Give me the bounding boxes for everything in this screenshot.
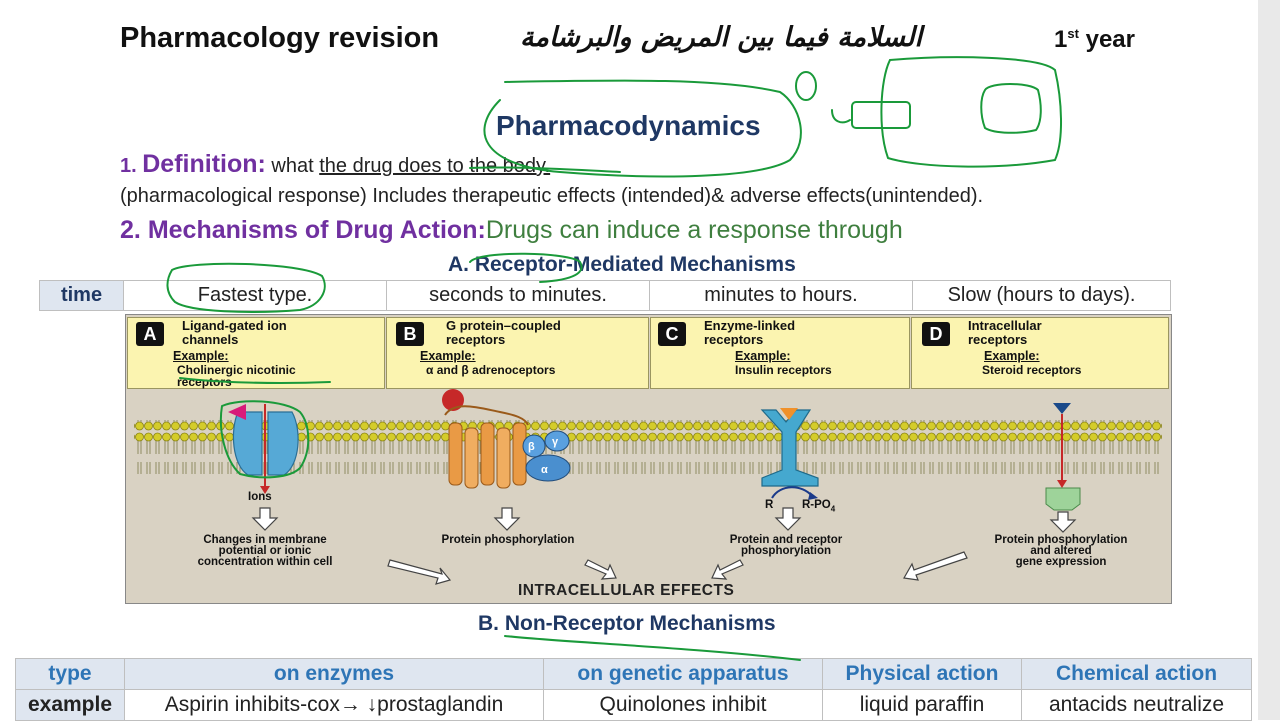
ions-label: Ions [248, 491, 272, 503]
r-label: R [765, 499, 774, 511]
panel-d-title: Intracellular receptors [968, 318, 1042, 347]
ligand-triangle-navy-icon [1053, 403, 1071, 414]
gamma-subunit-label: γ [552, 436, 559, 448]
year-word: year [1085, 26, 1135, 53]
panel-d-example: Steroid receptors [982, 363, 1082, 377]
panel-c-example: Insulin receptors [735, 363, 832, 377]
diagonal-arrow-icon-a [387, 559, 452, 585]
panel-c-title: Enzyme-linked receptors [704, 318, 796, 347]
panel-c-example-label: Example: [735, 349, 791, 363]
alpha-subunit-label: α [541, 464, 548, 476]
down-arrow-icon-a [251, 507, 279, 531]
gpcr-receptor [442, 389, 571, 489]
down-arrows [251, 507, 1077, 533]
ligand-triangle-orange-icon [780, 408, 798, 420]
definition-text: what [271, 155, 320, 177]
panel-d-header [911, 317, 1169, 389]
non-receptor-table: type on enzymes on genetic apparatus Phy… [15, 658, 1252, 721]
ligand-circle-icon [442, 389, 464, 411]
diagonal-arrows [387, 551, 968, 585]
type-label: type [15, 658, 125, 690]
panel-a-effect: Changes in membrane potential or ionic c… [197, 534, 333, 568]
panel-d-badge: D [922, 322, 950, 346]
panel-d-example-label: Example: [984, 349, 1040, 363]
panel-b-example: α and β adrenoceptors [426, 363, 556, 377]
definition-detail: (pharmacological response) Includes ther… [120, 185, 984, 207]
year-suffix: st [1067, 26, 1079, 41]
time-cell-d: Slow (hours to days). [912, 280, 1171, 311]
diagonal-arrow-icon-b [584, 559, 617, 580]
non-receptor-heading: B. Non-Receptor Mechanisms [478, 612, 776, 635]
header-chemical-action: Chemical action [1021, 658, 1252, 690]
header-genetic-apparatus: on genetic apparatus [543, 658, 823, 690]
panel-c-header [650, 317, 910, 389]
definition-label: Definition: [142, 150, 266, 178]
panel-b-effect: Protein phosphorylation [441, 534, 575, 546]
panel-c-badge: C [658, 322, 686, 346]
intracellular-effects-label: INTRACELLULAR EFFECTS [518, 582, 735, 599]
diagonal-arrow-icon-c [711, 559, 744, 580]
mechanisms-line: 2. Mechanisms of Drug Action:Drugs can i… [120, 216, 903, 245]
example-on-enzymes: Aspirin inhibits-cox→ ↓prostaglandin [124, 689, 544, 721]
rpo4-subscript: 4 [830, 504, 836, 514]
rpo4-label: R-PO4 [802, 499, 836, 514]
non-receptor-header-row: type on enzymes on genetic apparatus Phy… [15, 658, 1252, 690]
arabic-motto: السلامة فيما بين المريض والبرشامة [520, 22, 922, 53]
year-label: 1st year [1054, 26, 1135, 54]
enzyme-linked-receptor [760, 408, 819, 500]
example-label: example [15, 689, 125, 721]
example-chemical-action: antacids neutralize [1021, 689, 1252, 721]
header-on-enzymes: on enzymes [124, 658, 544, 690]
diagonal-arrow-icon-d [903, 551, 968, 581]
mechanisms-number: 2. [120, 216, 141, 244]
down-arrow-icon-d [1049, 511, 1077, 533]
rpo4-text: R-PO [802, 499, 831, 511]
panel-b-header [386, 317, 649, 389]
definition-number: 1. [120, 155, 137, 177]
down-arrow-icon-b [493, 507, 521, 531]
mechanisms-text: Drugs can induce a response through [485, 216, 903, 244]
beta-subunit-label: β [528, 441, 535, 453]
down-arrow-icon-c [774, 507, 802, 531]
header-physical-action: Physical action [822, 658, 1022, 690]
non-receptor-example-row: example Aspirin inhibits-cox→ ↓prostagla… [15, 689, 1252, 721]
ion-arrow-icon [260, 486, 270, 494]
example-genetic-apparatus: Quinolones inhibit [543, 689, 823, 721]
panel-c-effect: Protein and receptor phosphorylation [729, 534, 843, 557]
intracellular-receptor [1045, 403, 1081, 511]
panel-a-badge: A [136, 322, 164, 346]
time-cell-b: seconds to minutes. [386, 280, 650, 311]
panel-d-effect: Protein phosphorylation and altered gene… [994, 534, 1128, 568]
course-title: Pharmacology revision [120, 22, 440, 54]
example-physical-action: liquid paraffin [822, 689, 1022, 721]
panel-b-title: G protein–coupled receptors [446, 318, 561, 347]
panel-b-example-label: Example: [420, 349, 476, 363]
panel-a-example-label: Example: [173, 349, 229, 363]
time-label: time [39, 280, 124, 311]
mechanisms-label: Mechanisms of Drug Action: [147, 216, 486, 244]
panel-a-title: Ligand-gated ion channels [182, 318, 287, 347]
window-edge-scrollbar[interactable] [1258, 0, 1280, 720]
year-number: 1 [1054, 26, 1068, 53]
panel-b-badge: B [396, 322, 424, 346]
time-cell-c: minutes to hours. [649, 280, 913, 311]
